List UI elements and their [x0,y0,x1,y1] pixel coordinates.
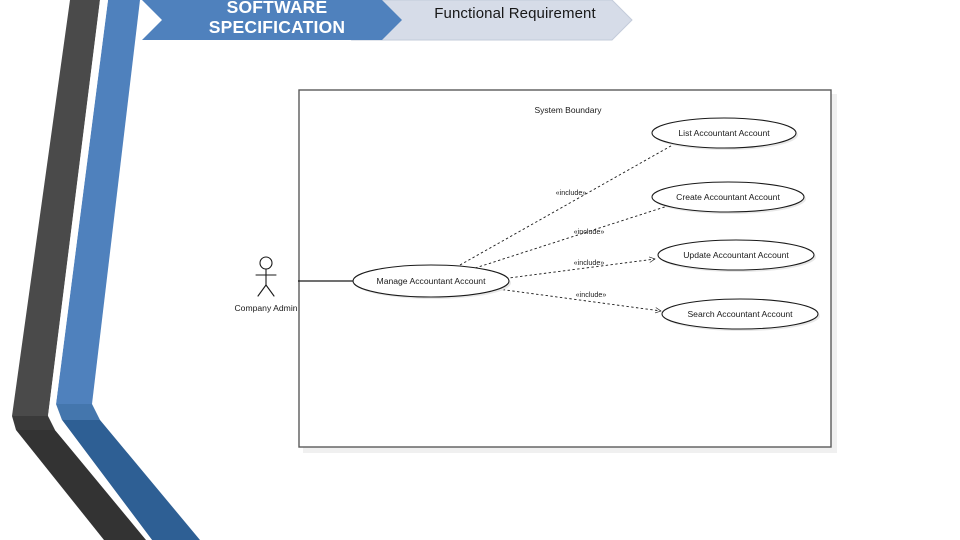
ribbon-separator [55,420,152,540]
system-boundary-title: System Boundary [534,105,602,115]
use-case-ellipse [651,181,805,213]
use-case-ellipse [651,117,797,149]
include-label-create: «include» [574,227,605,236]
ribbon-gray-elbow [12,416,55,430]
ribbon-gray-lower-face [16,430,148,540]
uml-use-case-diagram[interactable]: System Boundary «include» «include» «inc… [298,89,838,453]
use-case-label: List Accountant Account [678,128,770,138]
use-case-list-accountant-account[interactable]: List Accountant Account [651,117,798,150]
use-case-update-accountant-account[interactable]: Update Accountant Account [657,239,816,272]
use-case-ellipse [657,239,815,271]
actor-leg-left [257,284,267,297]
actor-head [259,256,273,270]
include-arrow-create[interactable] [465,202,680,272]
include-label-list: «include» [556,188,587,197]
header-banner-svg [142,0,633,41]
use-case-label: Search Accountant Account [687,309,793,319]
use-case-label: Create Accountant Account [676,192,780,202]
ribbon-gray-upper-face [12,0,100,416]
include-arrow-search[interactable] [497,288,661,311]
header-banner-group: SOFTWARE SPECIFICATION Functional Requir… [0,0,960,46]
ribbon-separator-upper [48,0,108,416]
use-case-ellipse [661,298,819,330]
uml-use-case-diagram-svg: System Boundary «include» «include» «inc… [298,89,837,453]
banner-software-specification-shape[interactable] [142,0,402,40]
ribbon-blue-upper-face [56,0,140,404]
use-case-manage-accountant-account[interactable]: Manage Accountant Account [352,264,511,299]
actor-stick-figure-icon: Company Admin [234,256,298,313]
use-case-label: Manage Accountant Account [377,276,487,286]
use-case-label: Update Accountant Account [683,250,789,260]
actor-company-admin[interactable]: Company Admin [226,250,316,316]
include-label-search: «include» [576,290,607,299]
ribbon-blue-elbow [56,404,100,420]
left-v-ribbon-decoration [0,0,230,540]
include-label-update: «include» [574,258,605,267]
use-case-search-accountant-account[interactable]: Search Accountant Account [661,298,820,331]
use-case-ellipse [352,264,510,298]
left-v-ribbon-svg [12,0,200,540]
actor-leg-right [265,284,275,297]
include-arrow-update[interactable] [500,259,655,280]
actor-label: Company Admin [234,303,297,313]
use-case-create-accountant-account[interactable]: Create Accountant Account [651,181,806,214]
ribbon-blue-lower-face [62,420,200,540]
